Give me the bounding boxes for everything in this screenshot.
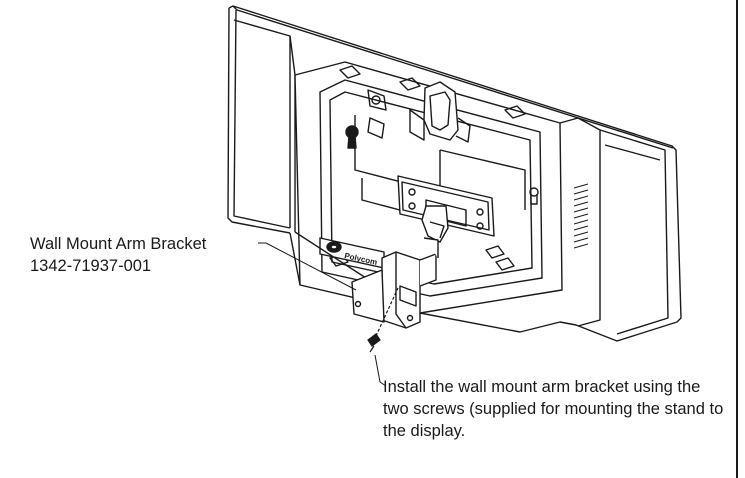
screw-icon [367, 287, 399, 353]
bracket-name-label: Wall Mount Arm Bracket [30, 235, 207, 253]
display-back-view-icon [227, 5, 682, 342]
frame-border [736, 0, 738, 478]
install-leader-line [374, 354, 387, 387]
install-note: Install the wall mount arm bracket using… [383, 378, 724, 440]
wall-mount-arm-bracket-icon [351, 237, 439, 329]
bracket-leader-line [258, 242, 357, 291]
bracket-callout: Wall Mount Arm Bracket 1342-71937-001 [30, 233, 206, 277]
bracket-part-number: 1342-71937-001 [30, 257, 152, 275]
